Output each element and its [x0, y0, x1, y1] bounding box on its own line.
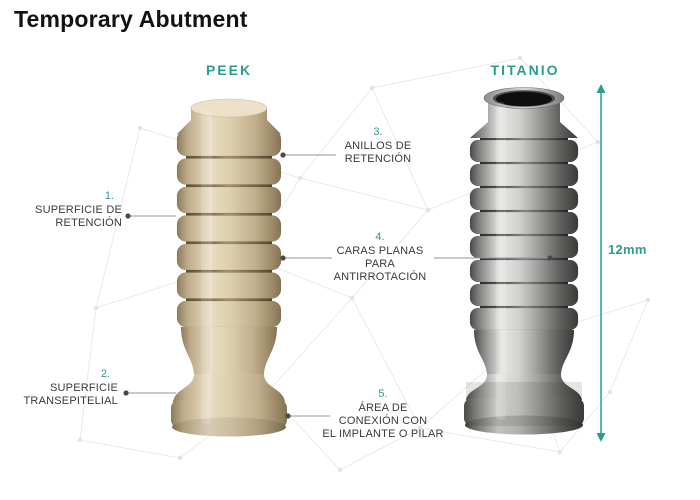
callout-4-text: CARAS PLANAS	[336, 245, 424, 257]
callout-2-text: SUPERFICIE	[49, 382, 118, 394]
callout-anillos-de-retencion: 3. ANILLOS DE RETENCIÓN	[328, 126, 428, 166]
callout-5-text: CONEXIÓN CON	[338, 415, 428, 427]
callout-4-left-dot	[280, 255, 286, 261]
callout-4-right-dot	[547, 255, 553, 261]
callout-superficie-de-retencion: 1. SUPERFICIE DE RETENCIÓN	[18, 190, 122, 230]
titanio-column-header: TITANIO	[490, 62, 560, 78]
callout-2-number: 2.	[100, 368, 110, 380]
callout-superficie-transepitelial: 2. SUPERFICIE TRANSEPITELIAL	[14, 368, 118, 408]
titanium-abutment-illustration	[464, 87, 584, 435]
callout-4-text: PARA	[365, 258, 395, 270]
callout-5-text: EL IMPLANTE O PILAR	[322, 428, 444, 440]
peek-abutment-illustration	[171, 98, 287, 437]
callout-4-text: ANTIRROTACIÓN	[333, 271, 427, 283]
callout-3-number: 3.	[373, 126, 383, 138]
callout-caras-planas-antirrotacion: 4. CARAS PLANAS PARA ANTIRROTACIÓN	[325, 231, 435, 284]
callout-2-text: TRANSEPITELIAL	[23, 395, 118, 407]
callout-1-dot	[125, 213, 131, 219]
callout-1-text: RETENCIÓN	[55, 217, 122, 229]
callout-1-number: 1.	[104, 190, 114, 202]
callout-4-number: 4.	[375, 231, 385, 243]
page-title: Temporary Abutment	[14, 6, 248, 32]
callout-5-number: 5.	[378, 388, 388, 400]
callout-3-dot	[280, 152, 286, 158]
callout-3-text: RETENCIÓN	[344, 153, 412, 165]
callout-5-text: ÁREA DE	[358, 402, 408, 414]
callout-2-dot	[123, 390, 129, 396]
callout-3-text: ANILLOS DE	[344, 140, 412, 152]
dimension-value-label: 12mm	[608, 242, 647, 257]
dimension-arrow-up-icon	[596, 84, 606, 93]
callout-5-dot	[285, 413, 291, 419]
dimension-line	[596, 84, 606, 442]
callout-1-text: SUPERFICIE DE	[35, 204, 122, 216]
dimension-arrow-down-icon	[596, 433, 606, 442]
callout-area-de-conexion: 5. ÁREA DE CONEXIÓN CON EL IMPLANTE O PI…	[318, 388, 448, 441]
peek-column-header: PEEK	[205, 62, 253, 78]
